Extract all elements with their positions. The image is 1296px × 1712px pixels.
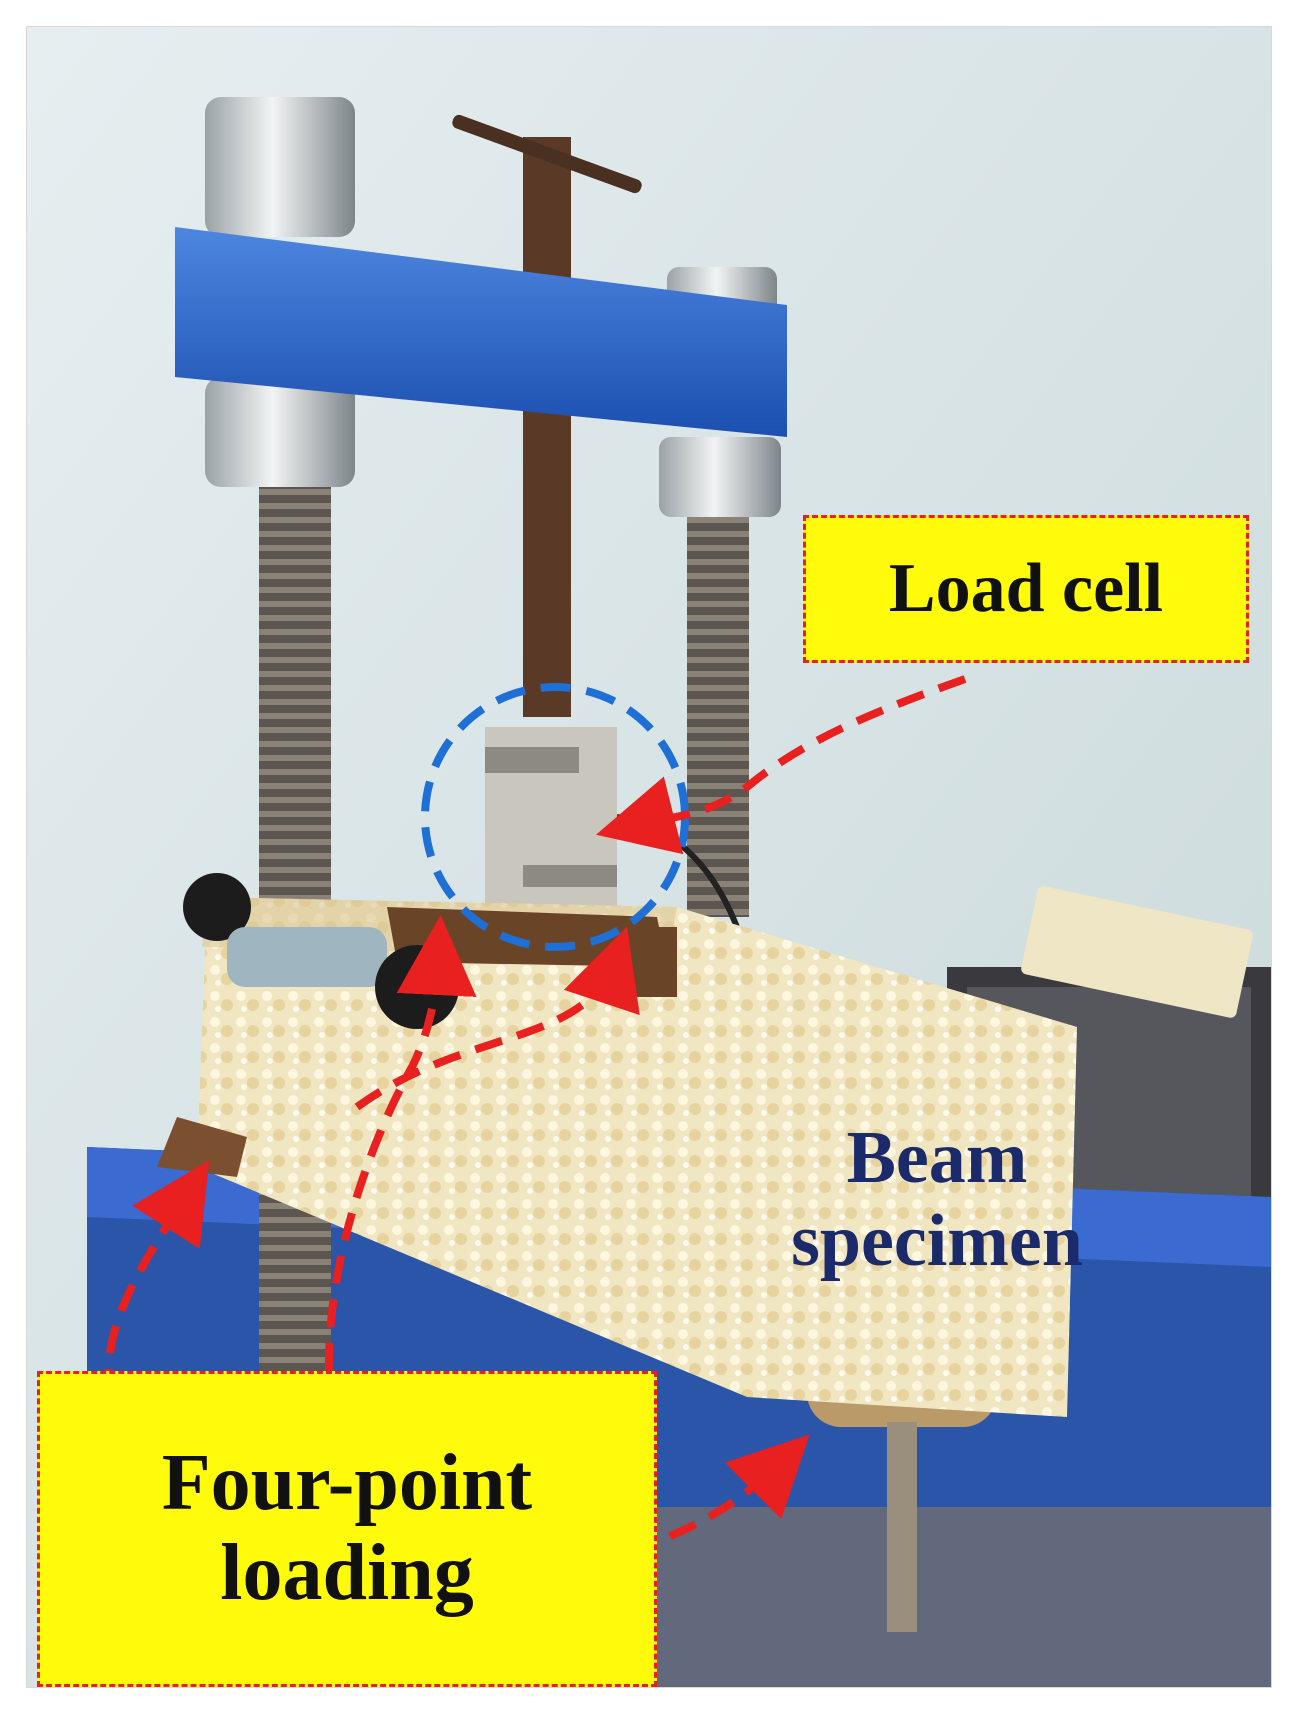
beam-label-line1: Beam: [846, 1117, 1028, 1199]
four-point-label-line1: Four-point: [161, 1439, 533, 1528]
four-point-loading-callout: Four-point loading: [37, 1371, 657, 1687]
four-point-label-line2: loading: [220, 1529, 474, 1617]
beam-label-line2: specimen: [791, 1199, 1083, 1282]
photo-frame: Load cell Four-point loading Beam specim…: [26, 26, 1272, 1688]
beam-specimen-label: Beam specimen: [757, 1117, 1117, 1283]
load-cell-callout: Load cell: [803, 515, 1249, 663]
load-cell-label: Load cell: [888, 549, 1164, 627]
